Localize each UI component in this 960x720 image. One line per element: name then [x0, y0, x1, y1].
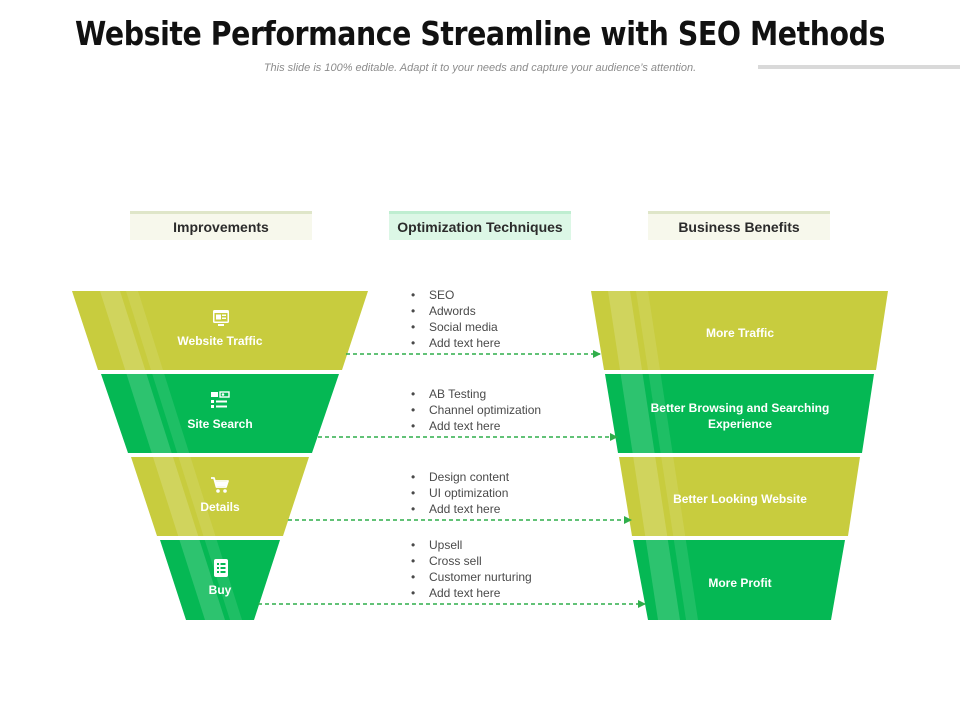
- technique-list-2: AB Testing Channel optimization Add text…: [411, 386, 541, 434]
- right-funnel-segment-better-browsing: [605, 374, 874, 453]
- list-item: Social media: [411, 319, 500, 335]
- list-item: Customer nurturing: [411, 569, 532, 585]
- shopping-cart-icon: [211, 477, 229, 493]
- checklist-document-icon: [214, 559, 228, 577]
- list-item: Design content: [411, 469, 509, 485]
- right-funnel-segment-more-profit: [633, 540, 845, 620]
- browser-window-icon: [213, 310, 229, 326]
- list-item: Add text here: [411, 585, 532, 601]
- list-item: Add text here: [411, 501, 509, 517]
- list-item: Adwords: [411, 303, 500, 319]
- header-improvements: Improvements: [130, 211, 312, 240]
- funnel-label-details: Details: [200, 500, 240, 514]
- benefit-label-more-traffic: More Traffic: [705, 326, 774, 340]
- right-funnel-highlight: [608, 291, 680, 620]
- benefit-label-better-looking: Better Looking Website: [673, 492, 807, 506]
- left-funnel-segment-buy: [160, 540, 280, 620]
- header-optimization-techniques: Optimization Techniques: [389, 211, 571, 240]
- decorative-rule: [758, 65, 960, 69]
- benefit-label-better-browsing: Better Browsing and Searching Experience: [650, 401, 830, 431]
- right-funnel-segment-more-traffic: [591, 291, 888, 370]
- technique-list-4: Upsell Cross sell Customer nurturing Add…: [411, 537, 532, 601]
- right-funnel-segment-better-looking: [619, 457, 860, 536]
- list-item: AB Testing: [411, 386, 541, 402]
- technique-list-3: Design content UI optimization Add text …: [411, 469, 509, 517]
- left-funnel-segment-details: [131, 457, 309, 536]
- list-item: SEO: [411, 287, 500, 303]
- left-funnel-highlight: [100, 291, 225, 620]
- page-subtitle: This slide is 100% editable. Adapt it to…: [263, 62, 697, 74]
- list-item: Cross sell: [411, 553, 532, 569]
- list-item: Channel optimization: [411, 402, 541, 418]
- page-title: Website Performance Streamline with SEO …: [75, 14, 885, 53]
- technique-list-1: SEO Adwords Social media Add text here: [411, 287, 500, 351]
- left-funnel-segment-site-search: [101, 374, 339, 453]
- left-funnel-highlight-thin: [126, 291, 242, 620]
- list-item: Upsell: [411, 537, 532, 553]
- left-funnel-segment-website-traffic: [72, 291, 368, 370]
- funnel-label-website-traffic: Website Traffic: [177, 334, 263, 348]
- search-sitemap-icon: [211, 391, 230, 408]
- right-funnel-highlight-thin: [636, 291, 698, 620]
- list-item: UI optimization: [411, 485, 509, 501]
- header-business-benefits: Business Benefits: [648, 211, 830, 240]
- funnel-label-buy: Buy: [208, 583, 232, 597]
- benefit-label-more-profit: More Profit: [708, 576, 772, 590]
- list-item: Add text here: [411, 335, 500, 351]
- funnel-label-site-search: Site Search: [187, 417, 253, 431]
- list-item: Add text here: [411, 418, 541, 434]
